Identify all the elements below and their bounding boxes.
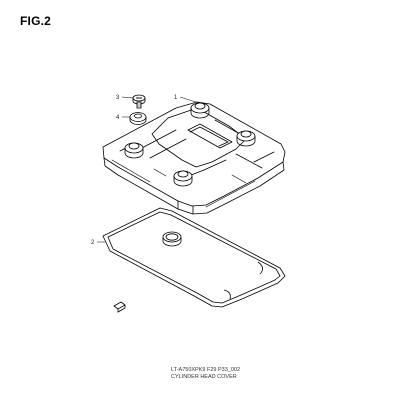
callout-3: 3	[116, 95, 120, 101]
callout-2: 2	[91, 240, 95, 246]
boss-right	[236, 130, 256, 147]
washer	[129, 112, 147, 125]
figure-label: FIG.2	[20, 14, 52, 28]
direction-mark	[113, 301, 126, 313]
leader-lines	[97, 96, 200, 243]
figure-footer: LT-A750XPK9 F29 P33_002 CYLINDER HEAD CO…	[171, 367, 240, 381]
leader-1	[179, 96, 200, 104]
cover-bolt-bosses	[124, 102, 256, 187]
leader-3	[121, 96, 134, 99]
boss-top	[190, 102, 210, 119]
bolt	[132, 94, 146, 109]
cover-gasket	[102, 207, 286, 308]
drawing-code: LT-A750XPK9 F29 P33_002	[171, 367, 241, 373]
callout-1: 1	[174, 95, 178, 101]
callout-4: 4	[116, 115, 120, 121]
boss-bottom	[173, 170, 193, 187]
boss-left	[124, 142, 144, 159]
drawing-title: CYLINDER HEAD COVER	[171, 374, 237, 380]
